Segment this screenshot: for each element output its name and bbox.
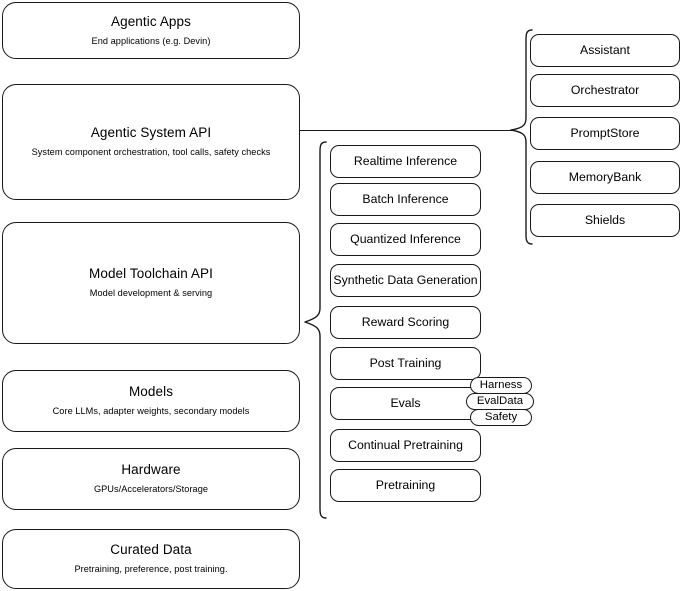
evals-tag-harness[interactable]: Harness bbox=[470, 377, 532, 394]
capability-label: Quantized Inference bbox=[350, 231, 461, 246]
evals-tag-label: Safety bbox=[484, 410, 518, 423]
capability-label: Realtime Inference bbox=[353, 153, 458, 168]
capability-label: Synthetic Data Generation bbox=[333, 272, 478, 287]
component-box-promptstore[interactable]: PromptStore bbox=[530, 117, 680, 150]
components-brace bbox=[510, 29, 533, 245]
capability-label: Continual Pretraining bbox=[348, 437, 463, 452]
layer-box-models[interactable]: Models Core LLMs, adapter weights, secon… bbox=[2, 370, 300, 432]
evals-tag-evaldata[interactable]: EvalData bbox=[466, 393, 534, 410]
capability-box-realtime-inference[interactable]: Realtime Inference bbox=[330, 145, 481, 178]
capability-label: Pretraining bbox=[375, 477, 436, 492]
capability-label: Evals bbox=[390, 395, 421, 410]
capability-box-batch-inference[interactable]: Batch Inference bbox=[330, 183, 481, 216]
layer-title: Models bbox=[128, 384, 174, 400]
layer-box-hardware[interactable]: Hardware GPUs/Accelerators/Storage bbox=[2, 448, 300, 510]
layer-subtitle: GPUs/Accelerators/Storage bbox=[93, 484, 209, 495]
layer-box-model-toolchain-api[interactable]: Model Toolchain API Model development & … bbox=[2, 222, 300, 344]
capability-box-continual-pretraining[interactable]: Continual Pretraining bbox=[330, 429, 481, 462]
evals-tag-label: EvalData bbox=[476, 394, 524, 407]
component-label: Shields bbox=[584, 212, 626, 227]
layer-box-agentic-system-api[interactable]: Agentic System API System component orch… bbox=[2, 84, 300, 200]
capability-box-pretraining[interactable]: Pretraining bbox=[330, 469, 481, 502]
capability-box-synthetic-data-generation[interactable]: Synthetic Data Generation bbox=[330, 264, 481, 297]
layer-subtitle: Core LLMs, adapter weights, secondary mo… bbox=[52, 406, 250, 417]
component-box-memorybank[interactable]: MemoryBank bbox=[530, 161, 680, 194]
toolchain-brace bbox=[304, 141, 327, 519]
capability-label: Reward Scoring bbox=[361, 314, 450, 329]
component-label: MemoryBank bbox=[568, 169, 642, 184]
component-label: Assistant bbox=[580, 42, 630, 57]
layer-subtitle: Model development & serving bbox=[89, 288, 213, 299]
capability-label: Post Training bbox=[369, 355, 442, 370]
layer-title: Model Toolchain API bbox=[89, 266, 213, 282]
layer-title: Curated Data bbox=[110, 542, 192, 558]
capability-label: Batch Inference bbox=[362, 191, 449, 206]
layer-box-agentic-apps[interactable]: Agentic Apps End applications (e.g. Devi… bbox=[2, 2, 300, 59]
api-to-components-trunk bbox=[300, 130, 513, 132]
component-box-assistant[interactable]: Assistant bbox=[530, 34, 680, 67]
capability-box-reward-scoring[interactable]: Reward Scoring bbox=[330, 306, 481, 339]
layer-box-curated-data[interactable]: Curated Data Pretraining, preference, po… bbox=[2, 529, 300, 589]
layer-title: Agentic System API bbox=[90, 125, 212, 141]
layer-subtitle: Pretraining, preference, post training. bbox=[74, 564, 228, 575]
component-label: PromptStore bbox=[570, 125, 640, 140]
evals-tag-safety[interactable]: Safety bbox=[470, 409, 532, 426]
component-label: Orchestrator bbox=[570, 82, 640, 97]
capability-box-evals[interactable]: Evals bbox=[330, 387, 481, 420]
capability-box-post-training[interactable]: Post Training bbox=[330, 347, 481, 380]
layer-subtitle: End applications (e.g. Devin) bbox=[91, 35, 211, 46]
layer-subtitle: System component orchestration, tool cal… bbox=[31, 147, 271, 158]
component-box-orchestrator[interactable]: Orchestrator bbox=[530, 74, 680, 107]
capability-box-quantized-inference[interactable]: Quantized Inference bbox=[330, 223, 481, 256]
evals-tag-label: Harness bbox=[479, 378, 523, 391]
layer-title: Agentic Apps bbox=[110, 13, 191, 29]
component-box-shields[interactable]: Shields bbox=[530, 204, 680, 237]
layer-title: Hardware bbox=[121, 462, 181, 478]
